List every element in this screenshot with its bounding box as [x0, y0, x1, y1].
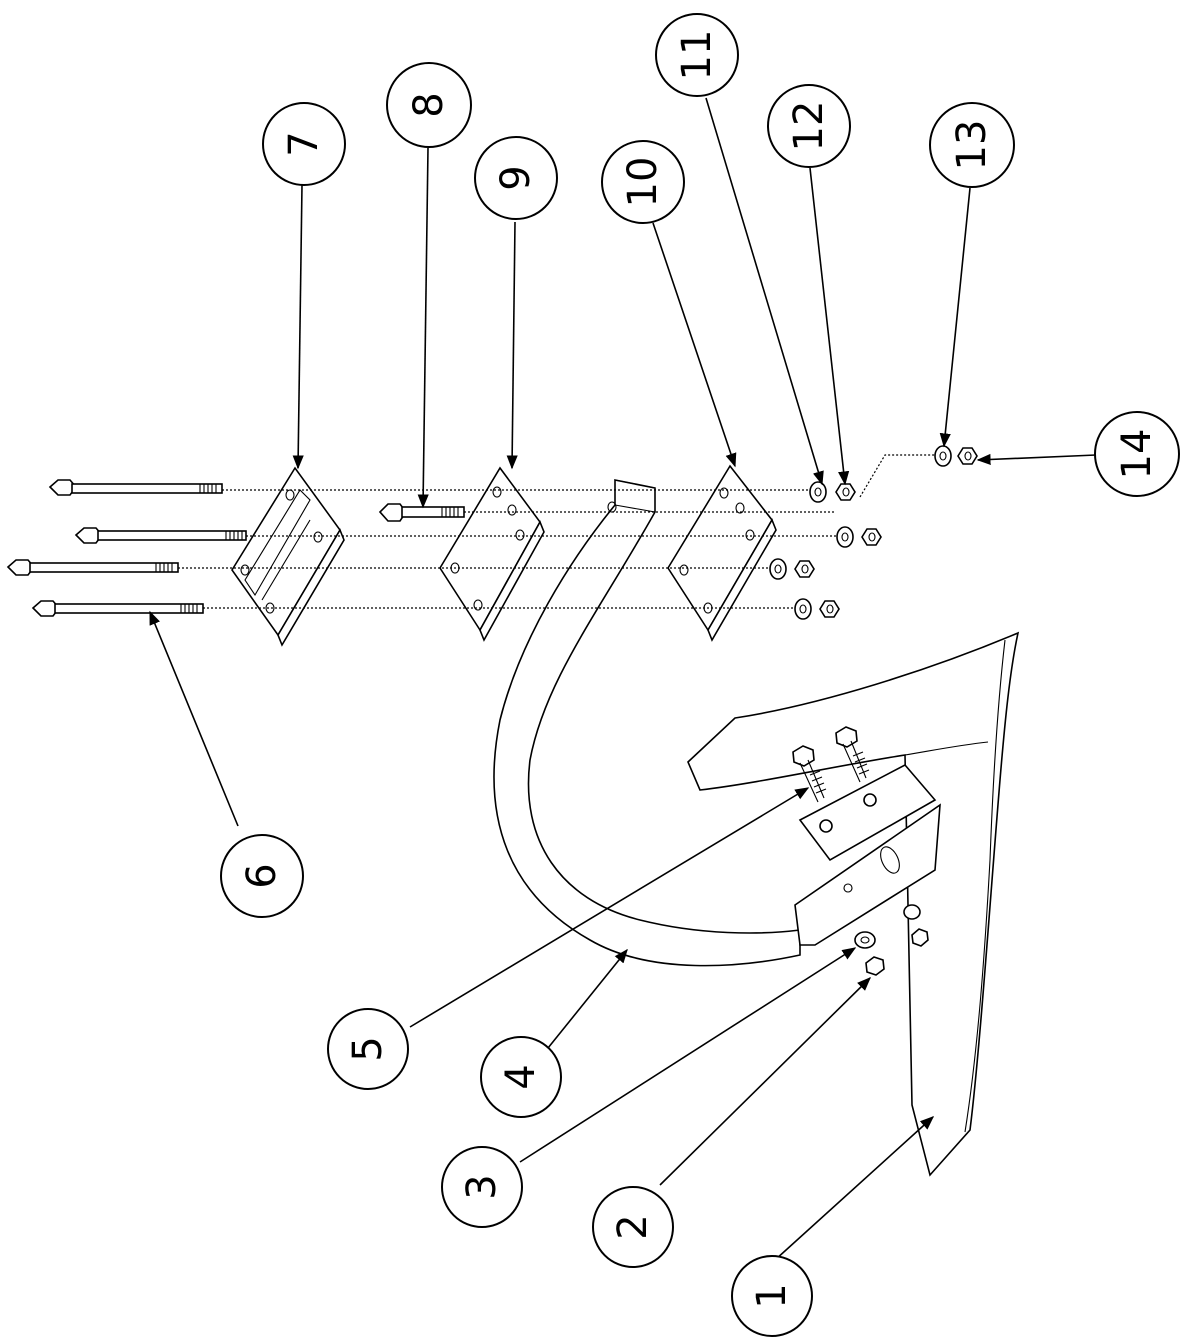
- share-bolts: [792, 726, 877, 833]
- callout-14-label: 14: [1114, 429, 1160, 480]
- callout-9-label: 9: [493, 165, 539, 190]
- assembly-centerlines: [178, 454, 935, 609]
- share-nuts-washers: [854, 904, 929, 976]
- clamp-plate-10: [667, 464, 777, 642]
- callout-12: 12: [767, 84, 851, 168]
- callout-1: 1: [731, 1255, 813, 1337]
- leader-lines: [149, 97, 1097, 1261]
- callout-1-label: 1: [749, 1283, 795, 1308]
- callout-10: 10: [601, 140, 685, 224]
- callout-7: 7: [262, 102, 346, 186]
- callout-8-label: 8: [406, 92, 452, 117]
- callout-10-label: 10: [620, 157, 666, 208]
- callout-2: 2: [592, 1186, 674, 1268]
- end-nuts-washers: [769, 445, 978, 620]
- callout-11: 11: [655, 13, 739, 97]
- callout-12-label: 12: [786, 101, 832, 152]
- callout-4-label: 4: [498, 1064, 544, 1089]
- callout-8: 8: [386, 62, 472, 148]
- callout-6: 6: [220, 834, 304, 918]
- callout-2-label: 2: [610, 1214, 656, 1239]
- long-bolts: [6, 479, 465, 617]
- callout-11-label: 11: [674, 30, 720, 81]
- callout-3: 3: [441, 1146, 523, 1228]
- clamp-plate-9: [439, 466, 545, 642]
- callout-5-label: 5: [345, 1036, 391, 1061]
- share-frog-bracket: [794, 763, 941, 946]
- callout-6-label: 6: [239, 863, 285, 888]
- plow-share: [687, 631, 1020, 1177]
- callout-13-label: 13: [949, 120, 995, 171]
- callout-3-label: 3: [459, 1174, 505, 1199]
- clamp-plate-7: [231, 466, 345, 647]
- callout-14: 14: [1094, 411, 1180, 497]
- callout-7-label: 7: [281, 131, 327, 156]
- callout-4: 4: [480, 1036, 562, 1118]
- callout-9: 9: [474, 136, 558, 220]
- callout-5: 5: [327, 1008, 409, 1090]
- callout-13: 13: [929, 102, 1015, 188]
